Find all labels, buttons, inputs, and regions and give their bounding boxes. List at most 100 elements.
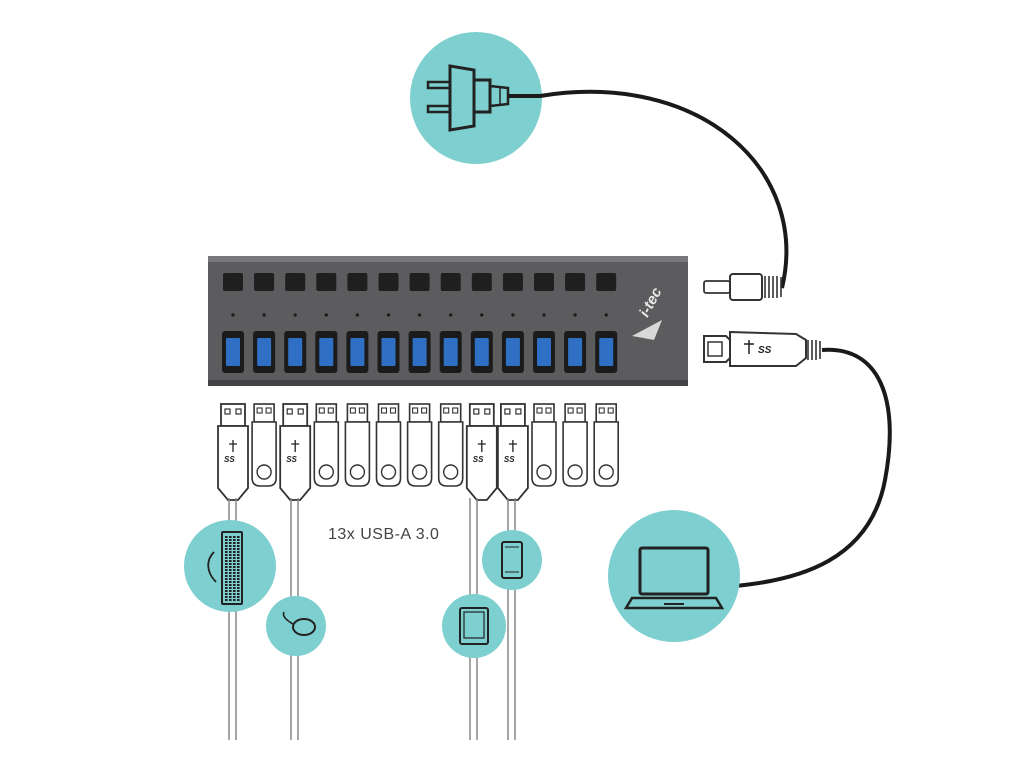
dc-power-plug bbox=[703, 273, 782, 301]
keyboard-key bbox=[229, 563, 232, 565]
hub-power-button[interactable] bbox=[254, 273, 275, 291]
hub-power-button[interactable] bbox=[534, 273, 554, 291]
hub-status-led bbox=[386, 313, 391, 317]
keyboard-key bbox=[229, 557, 232, 559]
keyboard-key bbox=[237, 542, 240, 544]
keyboard-key bbox=[233, 536, 236, 538]
keyboard-key bbox=[229, 542, 232, 544]
hub-status-led bbox=[542, 313, 546, 317]
keyboard-key bbox=[229, 560, 232, 562]
keyboard-key bbox=[233, 593, 236, 595]
usb-flash-drive bbox=[593, 403, 619, 487]
keyboard-key bbox=[233, 596, 236, 598]
keyboard-key bbox=[229, 584, 232, 586]
keyboard-key bbox=[233, 566, 236, 568]
usb-port-tongue bbox=[505, 338, 520, 366]
hub-power-button[interactable] bbox=[347, 273, 368, 291]
keyboard-key bbox=[229, 599, 232, 601]
usb-port-tongue bbox=[226, 338, 240, 366]
hub-power-button[interactable] bbox=[409, 273, 430, 291]
keyboard-key bbox=[233, 575, 236, 577]
keyboard-key bbox=[233, 587, 236, 589]
hub-power-button[interactable] bbox=[596, 273, 617, 291]
brand-logo-icon bbox=[632, 320, 662, 340]
hub-status-led bbox=[511, 313, 515, 317]
tablet-icon bbox=[442, 594, 506, 658]
usb-b-connector: SS bbox=[703, 330, 821, 367]
keyboard-key bbox=[237, 566, 240, 568]
keyboard-key bbox=[225, 554, 228, 556]
hub-power-button[interactable] bbox=[316, 273, 337, 291]
usb-superspeed-mark: SS bbox=[473, 455, 484, 464]
keyboard-key bbox=[229, 536, 232, 538]
usb-a-plug: SS bbox=[497, 403, 529, 501]
keyboard-key bbox=[237, 548, 240, 550]
mouse-icon bbox=[266, 596, 326, 656]
keyboard-key bbox=[233, 569, 236, 571]
hub-power-button[interactable] bbox=[378, 273, 399, 291]
hub-status-led bbox=[480, 313, 484, 317]
usb-port-tongue bbox=[599, 338, 614, 366]
keyboard-key bbox=[225, 548, 228, 550]
usb-port-tongue bbox=[257, 338, 272, 366]
usb-flash-drive bbox=[562, 403, 588, 487]
keyboard-key bbox=[237, 560, 240, 562]
usb-port-tongue bbox=[474, 338, 489, 366]
hub-status-led bbox=[573, 313, 577, 317]
keyboard-key bbox=[233, 584, 236, 586]
keyboard-key bbox=[225, 545, 228, 547]
laptop-icon bbox=[608, 510, 740, 642]
usb-flash-drive bbox=[531, 403, 557, 487]
keyboard-key bbox=[225, 599, 228, 601]
power-plug-icon bbox=[410, 32, 542, 164]
hub-power-button[interactable] bbox=[471, 273, 492, 291]
keyboard-key bbox=[233, 542, 236, 544]
keyboard-key bbox=[229, 578, 232, 580]
keyboard-key bbox=[229, 548, 232, 550]
keyboard-key bbox=[229, 587, 232, 589]
usb-flash-drive bbox=[251, 403, 277, 487]
keyboard-key bbox=[237, 596, 240, 598]
hub-status-led bbox=[449, 313, 453, 317]
keyboard-key bbox=[229, 575, 232, 577]
usb-port-tongue bbox=[443, 338, 458, 366]
hub-status-led bbox=[262, 313, 266, 317]
keyboard-key bbox=[229, 569, 232, 571]
usb-port-tongue bbox=[350, 338, 365, 366]
keyboard-key bbox=[233, 554, 236, 556]
keyboard-key bbox=[237, 572, 240, 574]
hub-usb-ports bbox=[222, 331, 618, 373]
hub-status-led bbox=[418, 313, 422, 317]
usb-port-tongue bbox=[319, 338, 334, 366]
usb-port-tongue bbox=[537, 338, 551, 366]
hub-status-led bbox=[324, 313, 328, 317]
keyboard-key bbox=[233, 560, 236, 562]
keyboard-key bbox=[233, 599, 236, 601]
usb-flash-drive bbox=[406, 403, 433, 487]
keyboard-key bbox=[237, 545, 240, 547]
usb-a-plug: SS bbox=[465, 403, 498, 501]
hub-power-button[interactable] bbox=[502, 273, 523, 291]
hub-power-button[interactable] bbox=[565, 273, 586, 291]
keyboard-key bbox=[237, 578, 240, 580]
keyboard-key bbox=[229, 590, 232, 592]
keyboard-key bbox=[225, 587, 228, 589]
hub-power-button[interactable] bbox=[223, 273, 243, 291]
hub-power-button[interactable] bbox=[285, 273, 306, 291]
usb-superspeed-mark: SS bbox=[224, 455, 235, 464]
hub-power-button[interactable] bbox=[440, 273, 461, 291]
keyboard-key bbox=[237, 536, 240, 538]
keyboard-key bbox=[225, 581, 228, 583]
keyboard-key bbox=[233, 563, 236, 565]
usb-flash-drive bbox=[344, 403, 371, 487]
usb-flash-drive bbox=[437, 403, 464, 487]
keyboard-key bbox=[225, 560, 228, 562]
hub-status-led bbox=[293, 313, 297, 317]
keyboard-key bbox=[233, 581, 236, 583]
usb-hub-body bbox=[208, 256, 688, 386]
keyboard-key bbox=[237, 551, 240, 553]
keyboard-icon bbox=[184, 520, 276, 612]
keyboard-key bbox=[225, 566, 228, 568]
